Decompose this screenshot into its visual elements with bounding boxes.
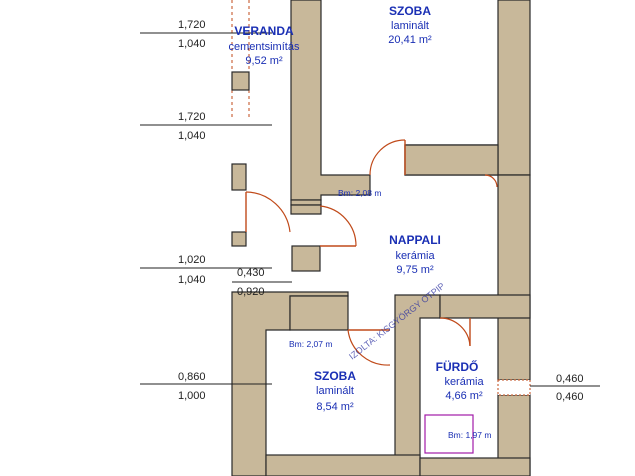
dim-text: 0,460 [556,391,584,403]
doors [245,139,498,366]
wall-post [231,163,247,191]
wall-post [231,71,250,91]
walls [231,0,531,476]
room-area-veranda: 9,52 m² [245,55,283,67]
room-name-nappali: NAPPALI [389,233,441,247]
door-arc [319,205,357,247]
wall-bottom-right [419,457,531,476]
dim-text: 0,460 [556,373,584,385]
room-name-szoba-bottom: SZOBA [314,369,356,383]
dim-text: 1,720 [178,19,206,31]
room-area-szoba-top: 20,41 m² [388,34,432,46]
room-name-veranda: VERANDA [234,24,294,38]
dim-text: 1,040 [178,274,206,286]
wall-top-bottom [404,144,499,176]
wall [290,199,322,206]
dim-text: 0,860 [178,371,206,383]
door-arc [439,317,471,347]
shower-tray [424,414,474,454]
room-floor-veranda: cementsimítás [229,41,300,53]
dim-text: 1,000 [178,390,206,402]
wall-lower [289,295,349,331]
dim-text: 1,040 [178,130,206,142]
room-area-furdo: 4,66 m² [445,390,483,402]
wall-right [497,174,531,381]
wall-post [231,231,247,247]
wall-bottom [265,454,421,476]
ceiling-height-nappali: Bm: 2,08 m [338,188,381,198]
dim-text: 1,720 [178,111,206,123]
bathroom-window [497,379,531,396]
room-floor-furdo: kerámia [444,376,484,388]
room-name-szoba-top: SZOBA [389,4,431,18]
chimney [291,245,321,272]
room-area-nappali: 9,75 m² [396,264,434,276]
dim-text: 1,040 [178,38,206,50]
door-arc [484,174,498,188]
wall [290,204,322,215]
door-arc [369,139,406,176]
wall-left-upper [290,0,371,201]
room-area-szoba-bottom: 8,54 m² [316,401,354,413]
dimension-lines [140,32,600,387]
door-arc [347,329,391,366]
dim-text: 1,020 [178,254,206,266]
ceiling-height-furdo: Bm: 1,97 m [448,430,491,440]
room-floor-nappali: kerámia [395,250,435,262]
ceiling-height-szoba-bottom: Bm: 2,07 m [289,339,332,349]
room-floor-szoba-top: laminált [391,20,429,32]
room-floor-szoba-bottom: laminált [316,385,354,397]
dim-text: 0,920 [237,286,265,298]
room-name-furdo: FÜRDŐ [436,359,479,374]
dim-text: 0,430 [237,267,265,279]
door-arc [245,191,291,233]
wall-bathroom-top [439,294,531,319]
